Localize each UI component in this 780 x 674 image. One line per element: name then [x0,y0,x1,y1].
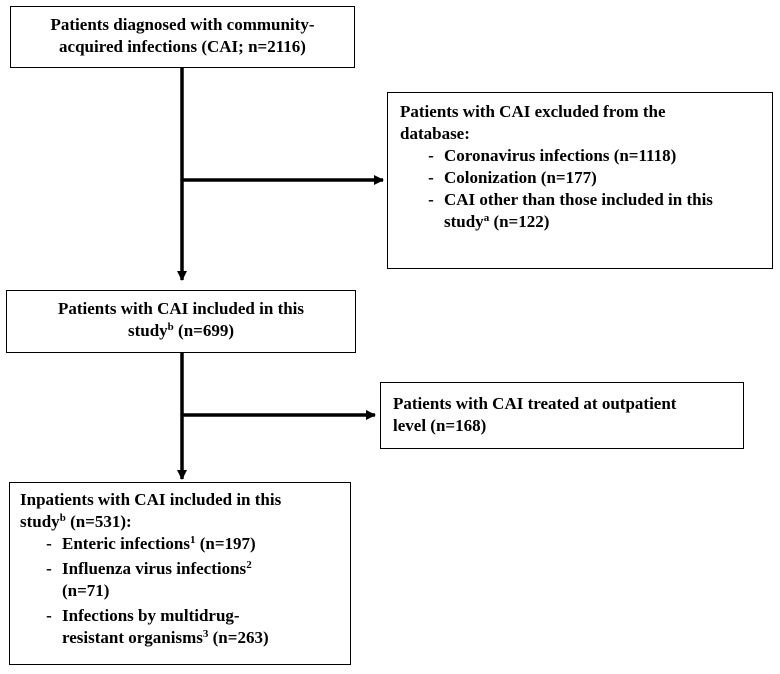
box-inpatients: Inpatients with CAI included in this stu… [9,482,351,665]
excluded-item-other: - CAI other than those included in this … [428,190,713,231]
box-excluded-line1: Patients with CAI excluded from the [400,102,666,121]
box-included-line1: Patients with CAI included in this [57,299,305,318]
excluded-item-colonization: - Colonization (n=177) [428,168,597,187]
box-inpatients-line1: Inpatients with CAI included in this [20,490,282,509]
box-diagnosed-line1: Patients diagnosed with community- [50,15,315,34]
box-outpatient-line1: Patients with CAI treated at outpatient [393,394,677,413]
excluded-item-coronavirus: - Coronavirus infections (n=1118) [428,146,677,165]
box-included: Patients with CAI included in this study… [6,290,356,353]
box-diagnosed-line2: acquired infections (CAI; n=2116) [59,37,306,56]
box-diagnosed: Patients diagnosed with community- acqui… [10,6,355,68]
box-inpatients-line2: studyb (n=531): [20,512,132,531]
inpatient-item-mdr: - Infections by multidrug-resistant orga… [46,606,269,647]
box-outpatient-line2: level (n=168) [393,416,487,435]
box-excluded: Patients with CAI excluded from the data… [387,92,773,269]
inpatient-item-influenza: - Influenza virus infections2(n=71) [46,559,252,600]
box-excluded-line2: database: [400,124,470,143]
box-outpatient: Patients with CAI treated at outpatient … [380,382,744,449]
box-included-line2: studyb (n=699) [127,321,235,340]
inpatient-item-enteric: - Enteric infections1 (n=197) [46,534,256,553]
